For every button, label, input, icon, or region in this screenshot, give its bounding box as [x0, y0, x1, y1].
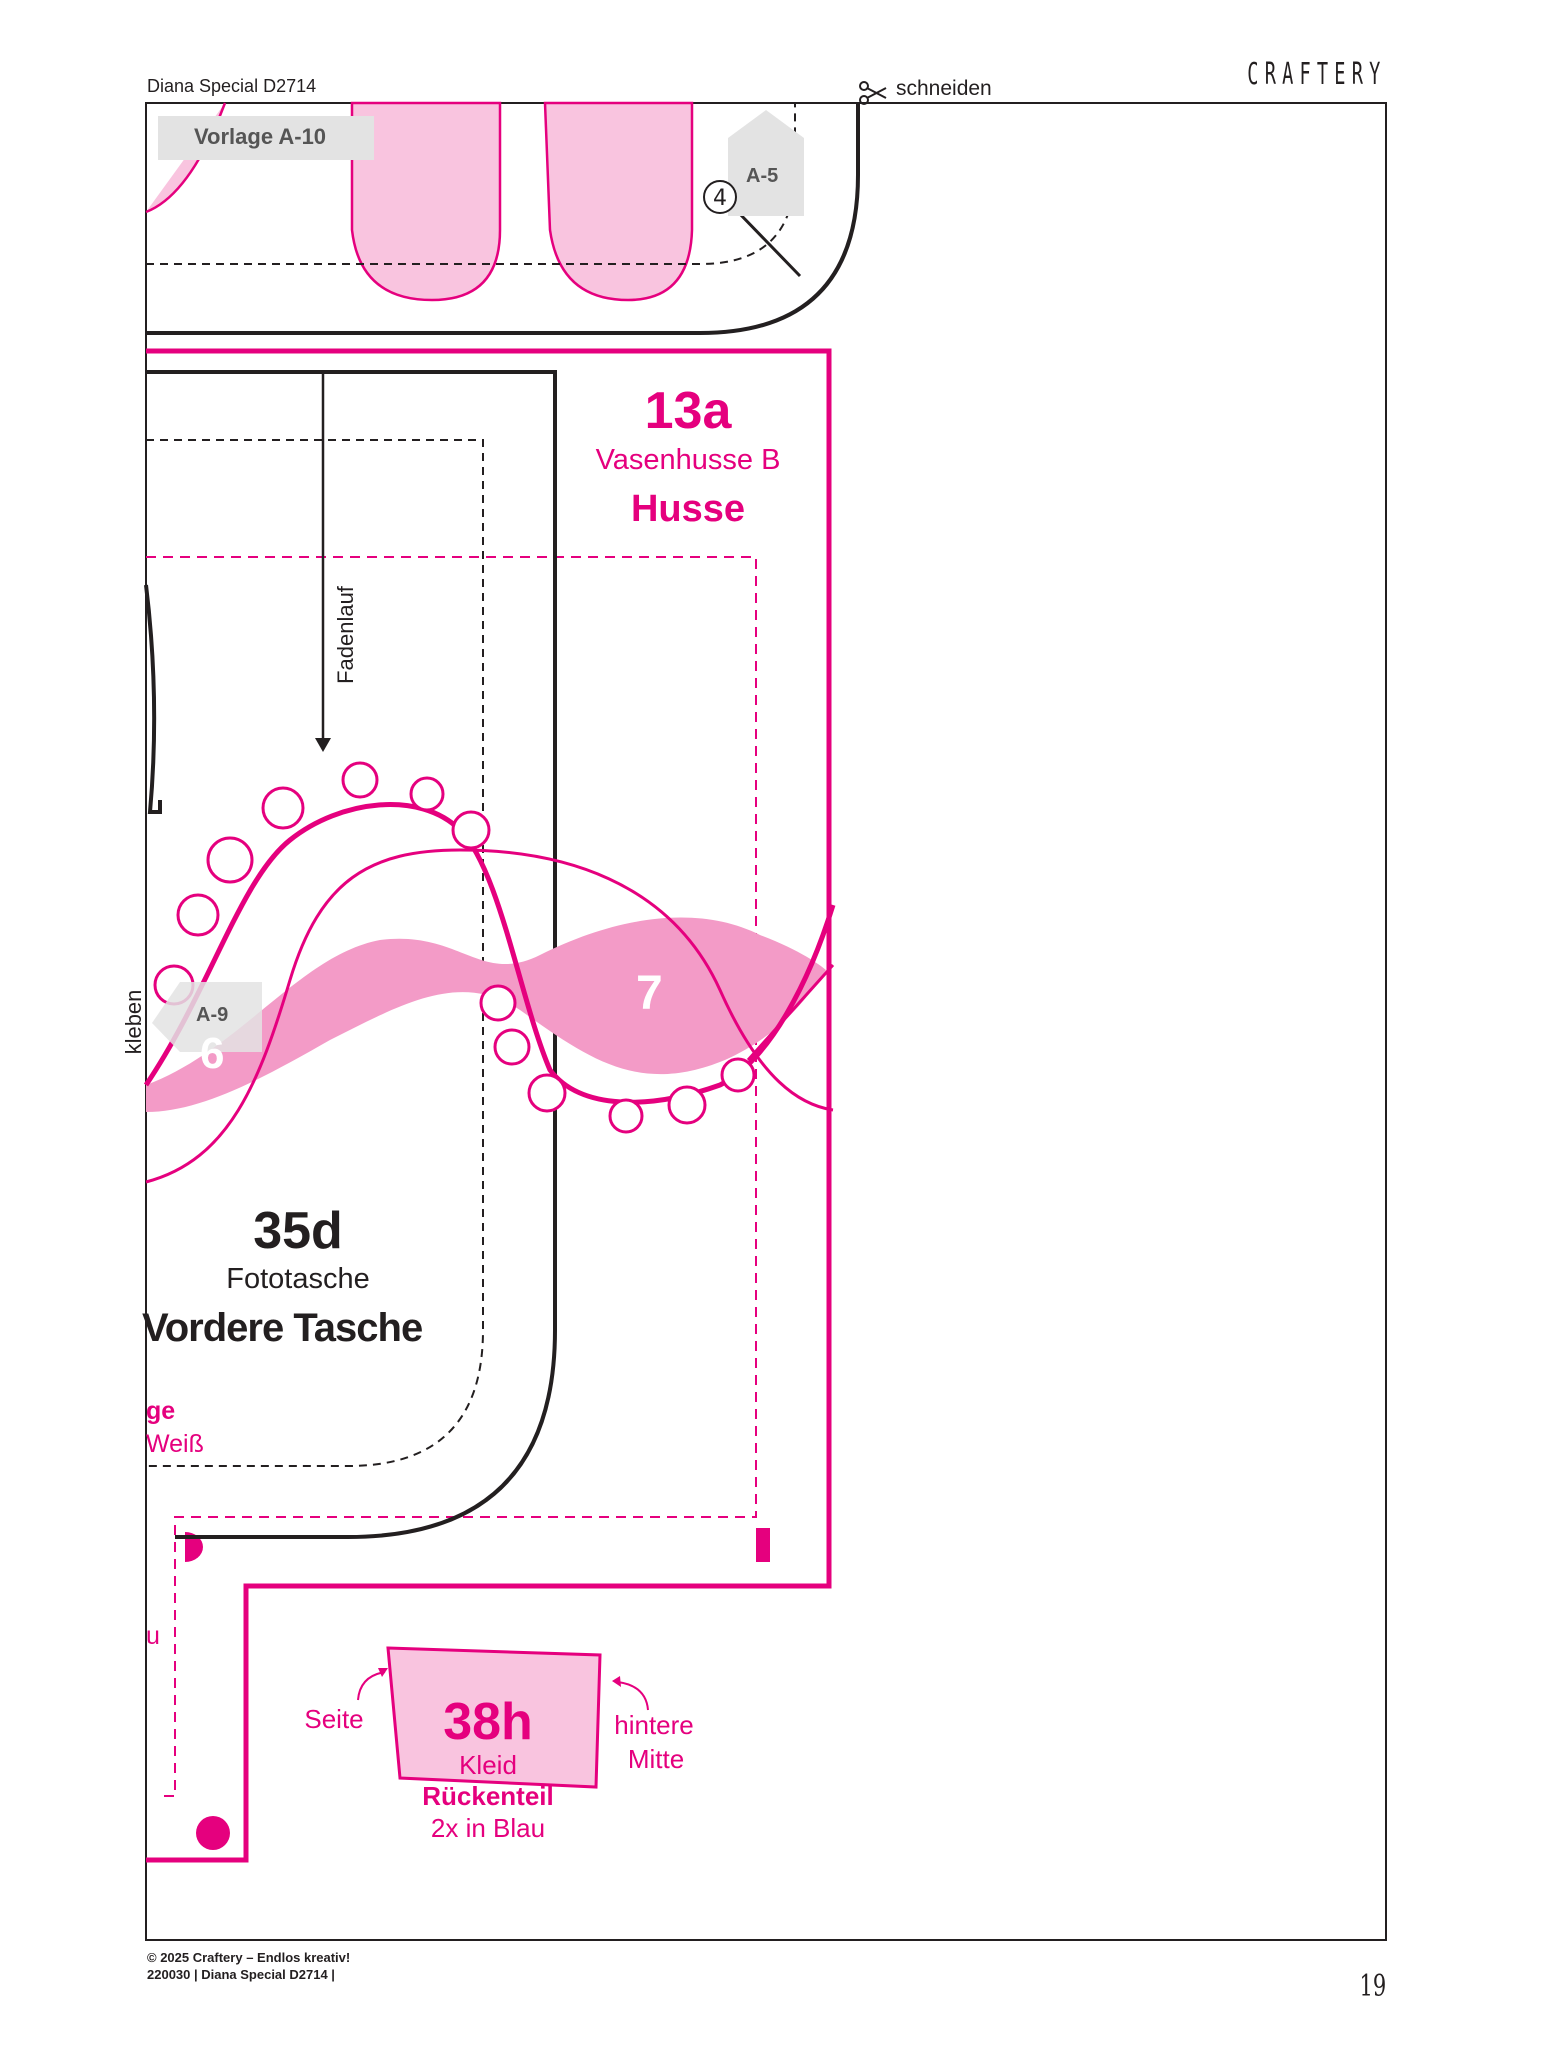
- fadenlauf-label: Fadenlauf: [333, 586, 358, 684]
- tab-a9: A-9: [196, 1004, 229, 1026]
- scallop-circle: [667, 1085, 707, 1125]
- piece-35d-name: Vordere Tasche: [142, 1306, 423, 1350]
- seite-label: Seite: [304, 1704, 364, 1734]
- footer-code: 220030 | Diana Special D2714 |: [147, 1967, 335, 1982]
- cut-label: schneiden: [896, 77, 992, 100]
- notch-line: [736, 210, 802, 278]
- scallop-circle: [451, 810, 491, 850]
- wave-line-thin: [145, 848, 834, 1184]
- notch-mark: [756, 1528, 770, 1562]
- piece-38h-name: Rückenteil: [422, 1781, 554, 1811]
- piece-13a-outline: [146, 348, 832, 1863]
- piece-38h-subtitle: Kleid: [459, 1750, 517, 1780]
- piece-35d-number: 35d: [253, 1202, 343, 1260]
- page-frame: [145, 102, 1387, 1941]
- wave-cross-line: [746, 963, 835, 1062]
- piece-38h-number: 38h: [443, 1693, 533, 1751]
- marker-4: 4: [713, 186, 727, 211]
- half-dot-mark: [185, 1532, 203, 1562]
- hintere-label: hintere: [614, 1710, 694, 1740]
- scallop-circle: [720, 1057, 756, 1093]
- scallop-circle: [527, 1073, 567, 1113]
- kleben-label: kleben: [121, 989, 146, 1055]
- piece-35d-subtitle: Fototasche: [226, 1263, 370, 1295]
- tab-vorlage-a10: Vorlage A-10: [194, 124, 327, 149]
- piece-38h-quantity: 2x in Blau: [430, 1813, 546, 1843]
- piece-7-number: 7: [636, 967, 663, 1020]
- dot-mark: [196, 1816, 230, 1850]
- mitte-label: Mitte: [627, 1744, 685, 1774]
- scallop-circle: [409, 776, 445, 812]
- pink-lobe-b: [543, 101, 694, 302]
- arrow-hintere: [617, 1681, 649, 1711]
- scissors-icon: [859, 81, 887, 105]
- piece-13a-name: Husse: [630, 488, 746, 530]
- grain-arrow-head: [315, 738, 331, 752]
- arrow-seite: [357, 1671, 386, 1701]
- piece-38h-shape: [386, 1646, 602, 1789]
- piece-35d-seam: [146, 439, 484, 1467]
- tab-vorlage-a10-shape: [158, 116, 374, 160]
- piece-35d-partial-2: Weiß: [146, 1430, 204, 1458]
- page-number: 19: [1359, 1969, 1386, 2004]
- top-piece-outline: [146, 103, 860, 335]
- brand-logo: CRAFTERY: [1246, 57, 1386, 92]
- partial-u-label: u: [146, 1622, 160, 1650]
- pink-lobe-a: [350, 101, 502, 302]
- scallop-circle: [341, 761, 379, 799]
- piece-6-number: 6: [200, 1029, 225, 1078]
- piece-13a-seam: [146, 556, 757, 1797]
- scallop-circle: [479, 984, 517, 1022]
- scallop-circle: [176, 893, 220, 937]
- scallop-circle: [493, 1028, 531, 1066]
- piece-35d-partial-1: ge: [146, 1397, 176, 1425]
- piece-13a-number: 13a: [644, 382, 732, 440]
- top-piece-seam: [146, 103, 796, 265]
- tab-a5-shape: [728, 110, 804, 216]
- arrow-hintere-head: [612, 1676, 621, 1687]
- scallop-circle: [608, 1098, 644, 1134]
- marker-circle: [703, 180, 737, 214]
- pink-wave-band: [146, 917, 826, 1112]
- tab-a5: A-5: [746, 165, 779, 187]
- tab-a9-shape: [152, 982, 262, 1052]
- arrow-seite-head: [378, 1668, 388, 1677]
- piece-35d-outline: [146, 370, 557, 1539]
- publication-title: Diana Special D2714: [147, 76, 317, 96]
- scallop-circle: [206, 836, 254, 884]
- scallop-circle: [261, 786, 305, 830]
- inner-curve: [144, 584, 162, 814]
- piece-13a-subtitle: Vasenhusse B: [595, 444, 781, 476]
- footer-copyright: © 2025 Craftery – Endlos kreativ!: [147, 1950, 351, 1965]
